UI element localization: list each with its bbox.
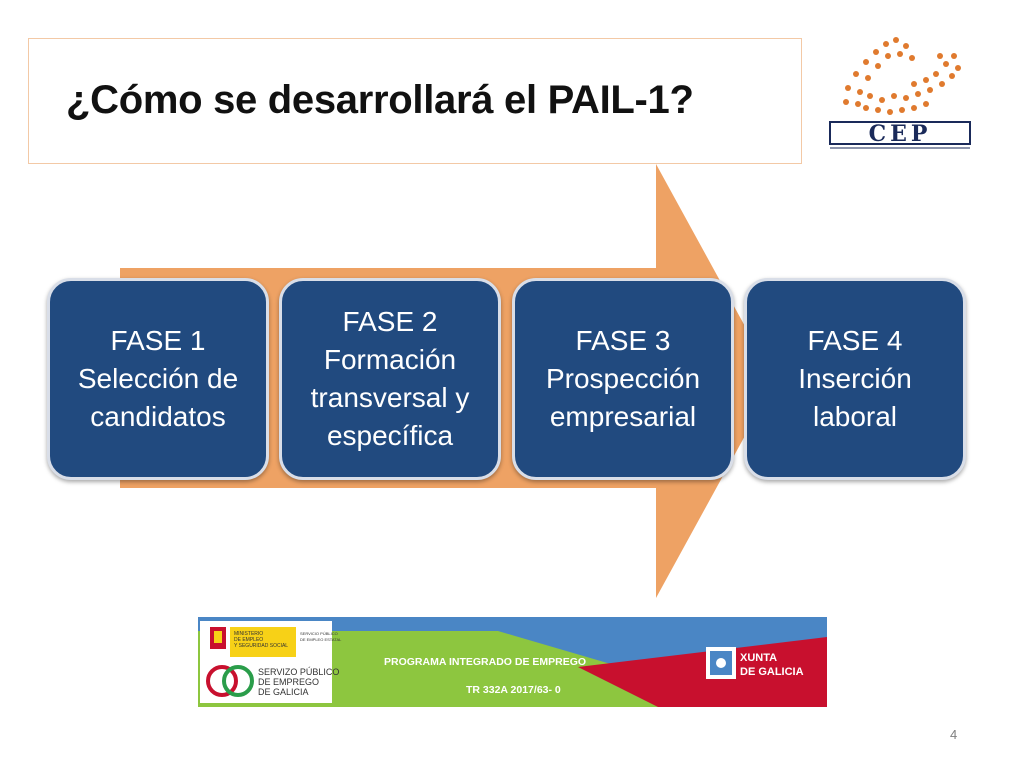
title-box [28,38,802,164]
xunta-line2: DE GALICIA [740,666,804,678]
phase-2-line1: FASE 2 [342,306,438,337]
program-code: TR 332A 2017/63- 0 [466,684,561,696]
phase-3-box: FASE 3 Prospección empresarial [512,278,734,480]
phase-3-line2: Prospección [545,363,701,394]
phase-4-line1: FASE 4 [807,325,903,356]
phase-1-box: FASE 1 Selección de candidatos [47,278,269,480]
phase-4-line2: Inserción [798,363,912,394]
servicio-line2: DE EMPLEO ESTATAL [300,637,342,642]
ministry-line1: MINISTERIO [234,631,263,637]
servicio-line1: SERVICIO PÚBLICO [300,631,338,636]
phase-4-line3: laboral [812,401,898,432]
phase-2-line3: transversal y [310,382,470,413]
ministry-shield-icon [210,627,226,649]
slide-title: ¿Cómo se desarrollará el PAIL-1? [66,78,694,122]
servizo-line2: DE EMPREGO [258,677,319,687]
phase-2-line2: Formación [323,344,457,375]
servizo-line1: SERVIZO PÚBLICO [258,667,339,677]
servizo-line3: DE GALICIA [258,687,309,697]
phase-1-line3: candidatos [90,401,226,432]
logo-text: CEP [869,121,932,147]
phase-1-line1: FASE 1 [110,325,206,356]
phase-2-box: FASE 2 Formación transversal y específic… [279,278,501,480]
phase-3-line1: FASE 3 [575,325,671,356]
ministry-line2: DE EMPLEO [234,637,263,643]
xunta-line1: XUNTA [740,652,777,664]
ministry-line3: Y SEGURIDAD SOCIAL [234,643,288,649]
page-number: 4 [950,727,958,742]
xunta-emblem-icon [710,651,732,675]
program-banner: MINISTERIO DE EMPLEO Y SEGURIDAD SOCIAL … [198,617,827,707]
phase-1-line2: Selección de [77,363,239,394]
cep-logo: CEP [829,37,971,149]
program-name: PROGRAMA INTEGRADO DE EMPREGO [384,656,586,668]
phase-2-line4: específica [326,420,454,451]
servizo-logo-icon [206,665,254,697]
phase-3-line3: empresarial [549,401,697,432]
phase-4-box: FASE 4 Inserción laboral [744,278,966,480]
